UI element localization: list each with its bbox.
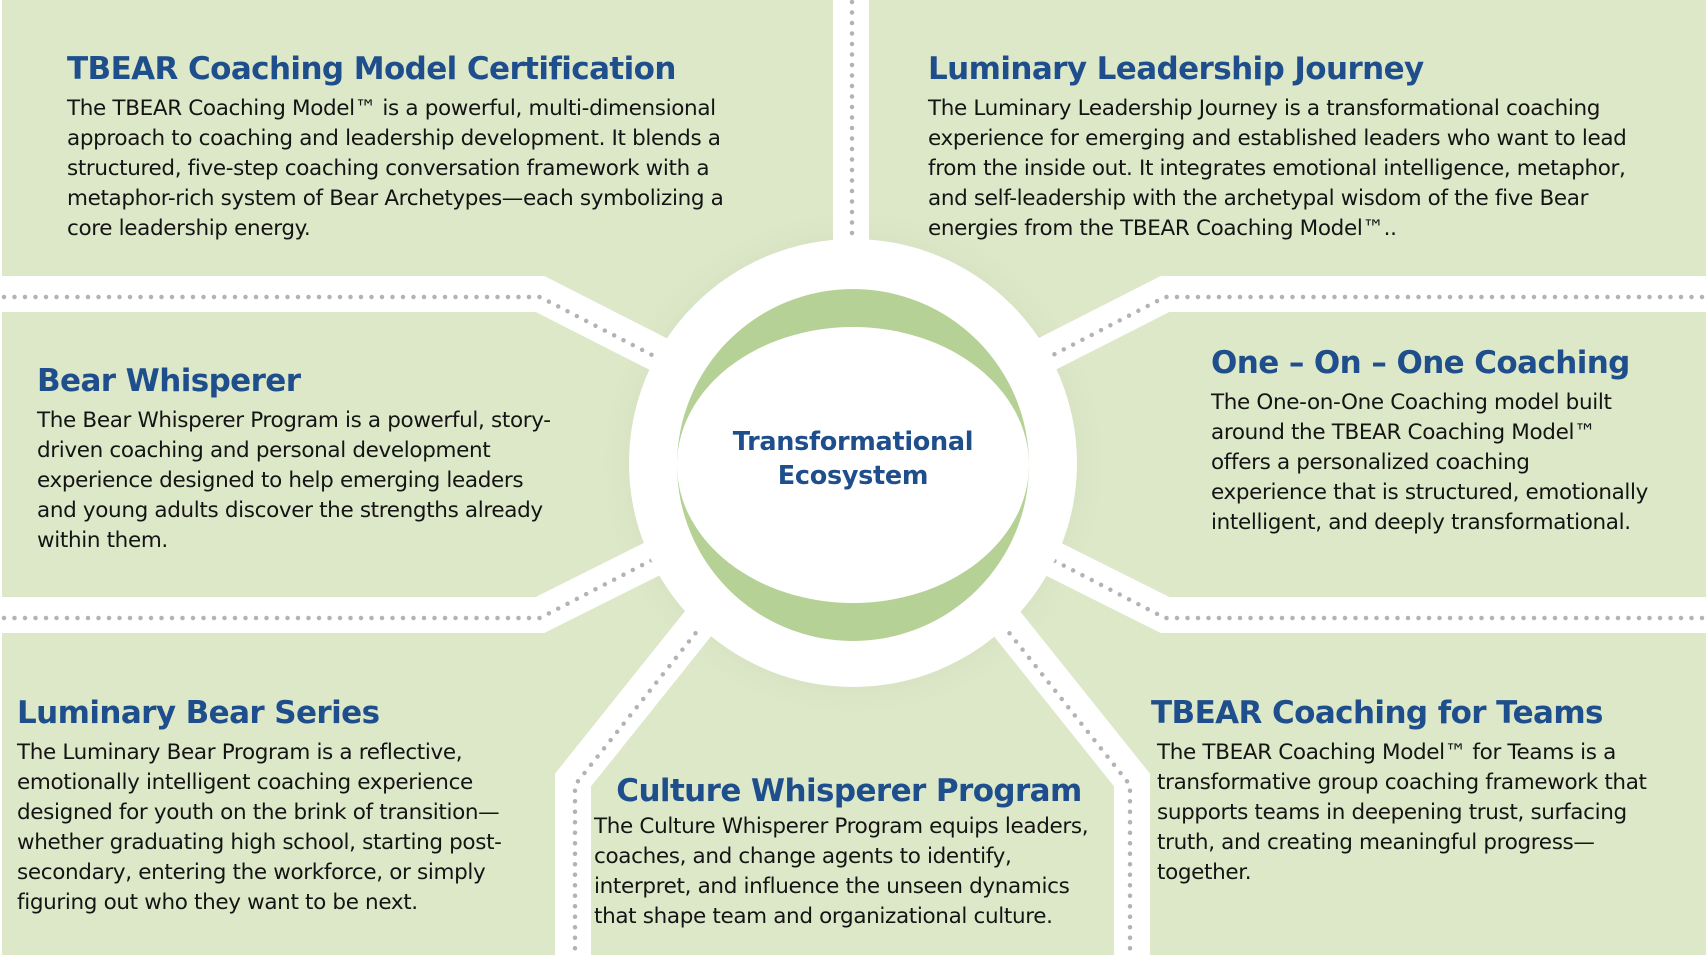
desc-line: experience for emerging and established … [928, 126, 1627, 151]
desc-line: together. [1157, 860, 1252, 885]
desc-line: The Bear Whisperer Program is a powerful… [37, 408, 551, 433]
panel-title: TBEAR Coaching Model Certification [67, 51, 676, 87]
panel-description: The Luminary Leadership Journey is a tra… [928, 94, 1698, 244]
panel-description: The TBEAR Coaching Model™ for Teams is a… [1157, 738, 1701, 888]
desc-line: that shape team and organizational cultu… [594, 904, 1053, 929]
desc-line: around the TBEAR Coaching Model™ [1211, 420, 1596, 445]
desc-line: driven coaching and personal development [37, 438, 491, 463]
panel-tbear-certification: TBEAR Coaching Model Certification The T… [67, 50, 787, 244]
desc-line: and self-leadership with the archetypal … [928, 186, 1589, 211]
desc-line: from the inside out. It integrates emoti… [928, 156, 1626, 181]
center-title-line1: Transformational [732, 427, 974, 457]
panel-title: Bear Whisperer [37, 363, 301, 399]
panel-title: Luminary Bear Series [17, 695, 380, 731]
panel-description: The Luminary Bear Program is a reflectiv… [17, 738, 557, 918]
panel-luminary-bear-series: Luminary Bear Series The Luminary Bear P… [17, 694, 557, 918]
desc-line: offers a personalized coaching [1211, 450, 1530, 475]
panel-bear-whisperer: Bear Whisperer The Bear Whisperer Progra… [37, 362, 597, 556]
desc-line: The One-on-One Coaching model built [1211, 390, 1612, 415]
desc-line: and young adults discover the strengths … [37, 498, 543, 523]
desc-line: figuring out who they want to be next. [17, 890, 418, 915]
desc-line: supports teams in deepening trust, surfa… [1157, 800, 1627, 825]
center-title-line2: Ecosystem [777, 461, 929, 491]
desc-line: within them. [37, 528, 168, 553]
desc-line: The Luminary Bear Program is a reflectiv… [17, 740, 463, 765]
desc-line: intelligent, and deeply transformational… [1211, 510, 1631, 535]
panel-description: The Bear Whisperer Program is a powerful… [37, 406, 597, 556]
desc-line: experience that is structured, emotional… [1211, 480, 1649, 505]
desc-line: metaphor-rich system of Bear Archetypes—… [67, 186, 724, 211]
panel-luminary-leadership-journey: Luminary Leadership Journey The Luminary… [928, 50, 1698, 244]
desc-line: interpret, and influence the unseen dyna… [594, 874, 1070, 899]
desc-line: The TBEAR Coaching Model™ for Teams is a [1157, 740, 1616, 765]
panel-title: Culture Whisperer Program [616, 773, 1082, 809]
desc-line: coaches, and change agents to identify, [594, 844, 1012, 869]
desc-line: designed for youth on the brink of trans… [17, 800, 500, 825]
center-title: Transformational Ecosystem [703, 425, 1003, 493]
desc-line: truth, and creating meaningful progress— [1157, 830, 1595, 855]
desc-line: The Culture Whisperer Program equips lea… [594, 814, 1089, 839]
panel-description: The One-on-One Coaching model built arou… [1211, 388, 1701, 538]
desc-line: experience designed to help emerging lea… [37, 468, 524, 493]
desc-line: approach to coaching and leadership deve… [67, 126, 721, 151]
desc-line: The Luminary Leadership Journey is a tra… [928, 96, 1601, 121]
desc-line: The TBEAR Coaching Model™ is a powerful,… [67, 96, 716, 121]
panel-tbear-coaching-for-teams: TBEAR Coaching for Teams The TBEAR Coach… [1151, 694, 1701, 888]
desc-line: structured, five-step coaching conversat… [67, 156, 710, 181]
panel-title: TBEAR Coaching for Teams [1151, 695, 1603, 731]
desc-line: energies from the TBEAR Coaching Model™.… [928, 216, 1397, 241]
desc-line: secondary, entering the workforce, or si… [17, 860, 486, 885]
desc-line: whether graduating high school, starting… [17, 830, 502, 855]
desc-line: core leadership energy. [67, 216, 311, 241]
desc-line: emotionally intelligent coaching experie… [17, 770, 473, 795]
panel-description: The TBEAR Coaching Model™ is a powerful,… [67, 94, 787, 244]
panel-title: One – On – One Coaching [1211, 345, 1630, 381]
panel-description: The Culture Whisperer Program equips lea… [594, 812, 1114, 932]
panel-culture-whisperer-program: Culture Whisperer Program The Culture Wh… [594, 772, 1114, 932]
panel-title: Luminary Leadership Journey [928, 51, 1424, 87]
panel-one-on-one-coaching: One – On – One Coaching The One-on-One C… [1211, 344, 1701, 538]
desc-line: transformative group coaching framework … [1157, 770, 1647, 795]
